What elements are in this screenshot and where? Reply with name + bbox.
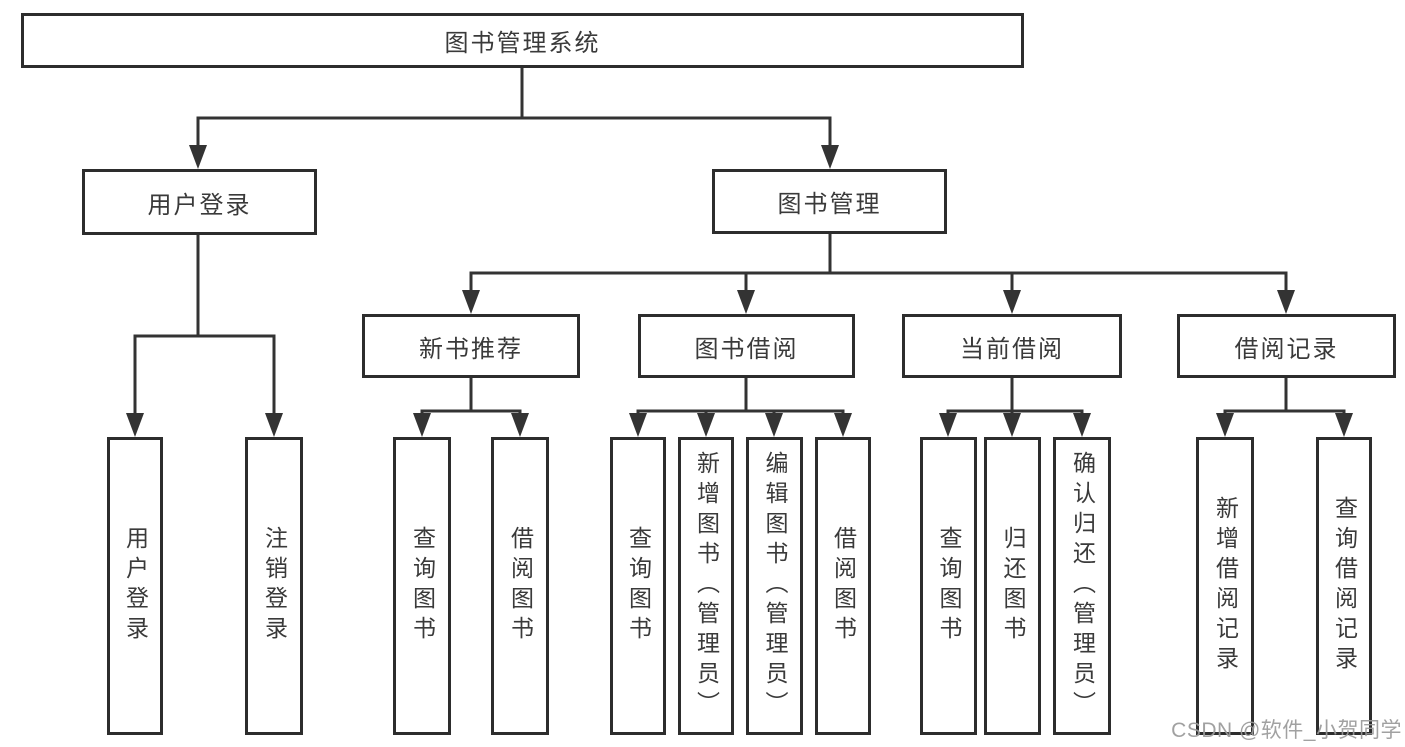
leaf-logout-label: 注销登录 [261,526,288,646]
node-root-label: 图书管理系统 [444,30,601,57]
node-current-borrowing: 当前借阅 [902,314,1122,378]
leaf-query-books-3-label: 查询图书 [936,526,962,646]
leaf-query-books-1: 查询图书 [393,437,451,735]
leaf-add-borrow-record-label: 新增借阅记录 [1212,496,1239,676]
node-user-login-label: 用户登录 [147,191,252,219]
leaf-borrow-books-1-label: 借阅图书 [507,526,534,646]
leaf-query-borrow-record-label: 查询借阅记录 [1331,496,1358,676]
leaf-query-borrow-record: 查询借阅记录 [1316,437,1372,735]
leaf-borrow-books-1: 借阅图书 [491,437,549,735]
leaf-query-books-2: 查询图书 [610,437,666,735]
leaf-return-book: 归还图书 [984,437,1041,735]
leaf-confirm-return-admin-label: 确认归还（管理员） [1069,451,1096,721]
leaf-confirm-return-admin: 确认归还（管理员） [1053,437,1111,735]
node-book-management-label: 图书管理 [777,191,882,218]
leaf-edit-book-admin: 编辑图书（管理员） [746,437,803,735]
leaf-user-login-label: 用户登录 [122,526,149,646]
leaf-query-books-3: 查询图书 [920,437,977,735]
node-new-book-recommend-label: 新书推荐 [419,335,523,363]
leaf-query-books-1-label: 查询图书 [409,526,436,646]
leaf-return-book-label: 归还图书 [1000,526,1026,646]
leaf-query-books-2-label: 查询图书 [625,526,652,646]
csdn-watermark: CSDN @软件_小贺同学 [1171,719,1402,742]
arrowheads [126,145,1353,437]
node-root: 图书管理系统 [21,13,1024,68]
leaf-logout: 注销登录 [245,437,303,735]
node-user-login: 用户登录 [82,169,317,235]
leaf-user-login: 用户登录 [107,437,163,735]
leaf-edit-book-admin-label: 编辑图书（管理员） [762,451,788,721]
leaf-borrow-books-2: 借阅图书 [815,437,871,735]
leaf-add-book-admin: 新增图书（管理员） [678,437,734,735]
leaf-add-borrow-record: 新增借阅记录 [1196,437,1254,735]
node-new-book-recommend: 新书推荐 [362,314,580,378]
node-book-management: 图书管理 [712,169,947,234]
node-borrowing-records-label: 借阅记录 [1234,335,1339,363]
leaf-borrow-books-2-label: 借阅图书 [830,526,857,646]
leaf-add-book-admin-label: 新增图书（管理员） [693,451,720,721]
node-current-borrowing-label: 当前借阅 [960,335,1064,363]
node-borrowing-records: 借阅记录 [1177,314,1396,378]
node-book-borrowing: 图书借阅 [638,314,855,378]
node-book-borrowing-label: 图书借阅 [694,335,799,363]
